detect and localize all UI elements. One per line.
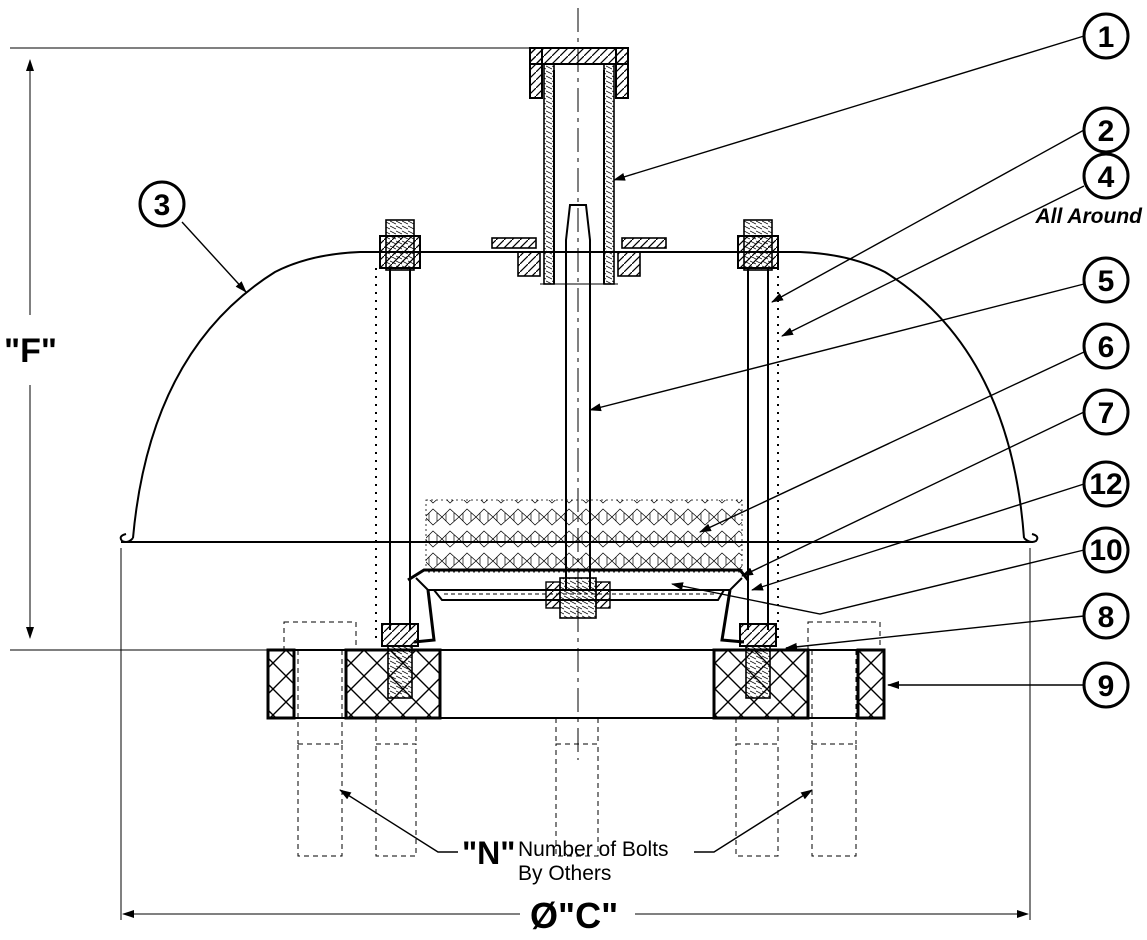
balloon-1-label: 1 [1098, 21, 1115, 54]
bolts-note-line-2: By Others [518, 862, 611, 885]
balloon-4-label: 4 [1098, 161, 1115, 194]
base-flange [266, 648, 886, 720]
balloon-10-label: 10 [1089, 534, 1122, 567]
leader-lines [181, 35, 1085, 853]
balloon-3-label: 3 [154, 189, 171, 222]
balloon-6: 6 [1082, 322, 1130, 370]
balloon-7-label: 7 [1098, 397, 1115, 430]
balloon-6-label: 6 [1098, 331, 1115, 364]
height-dimension-label: "F" [4, 332, 57, 370]
balloon-2-label: 2 [1098, 115, 1115, 148]
screen-all-around [375, 268, 779, 640]
dimension-c: Ø"C" [120, 548, 1031, 936]
vent-fitting [491, 47, 667, 285]
all-around-note: All Around [1034, 205, 1143, 228]
dimension-f: "F" [4, 47, 530, 651]
balloon-9: 9 [1082, 661, 1130, 709]
bolts-note-line-1: Number of Bolts [518, 838, 669, 861]
balloon-4: 4 [1082, 152, 1130, 200]
balloon-8: 8 [1082, 592, 1130, 640]
balloon-1: 1 [1082, 12, 1130, 60]
bolts-count-label: "N" [462, 835, 515, 871]
balloon-10: 10 [1082, 526, 1130, 574]
stud-rods [379, 219, 779, 699]
hidden-bolts [283, 621, 881, 857]
balloon-3: 3 [138, 180, 186, 228]
filter-media [425, 499, 743, 573]
balloon-8-label: 8 [1098, 601, 1115, 634]
dome-cover [119, 251, 1039, 543]
balloon-12: 12 [1082, 460, 1130, 508]
balloon-12-label: 12 [1089, 468, 1122, 501]
balloon-2: 2 [1082, 106, 1130, 154]
balloon-7: 7 [1082, 388, 1130, 436]
center-rod [545, 204, 611, 619]
balloon-9-label: 9 [1098, 670, 1115, 703]
balloon-5: 5 [1082, 256, 1130, 304]
balloon-5-label: 5 [1098, 265, 1115, 298]
bolts-note: "N" Number of Bolts By Others [462, 835, 669, 885]
diameter-dimension-label: Ø"C" [530, 895, 618, 936]
